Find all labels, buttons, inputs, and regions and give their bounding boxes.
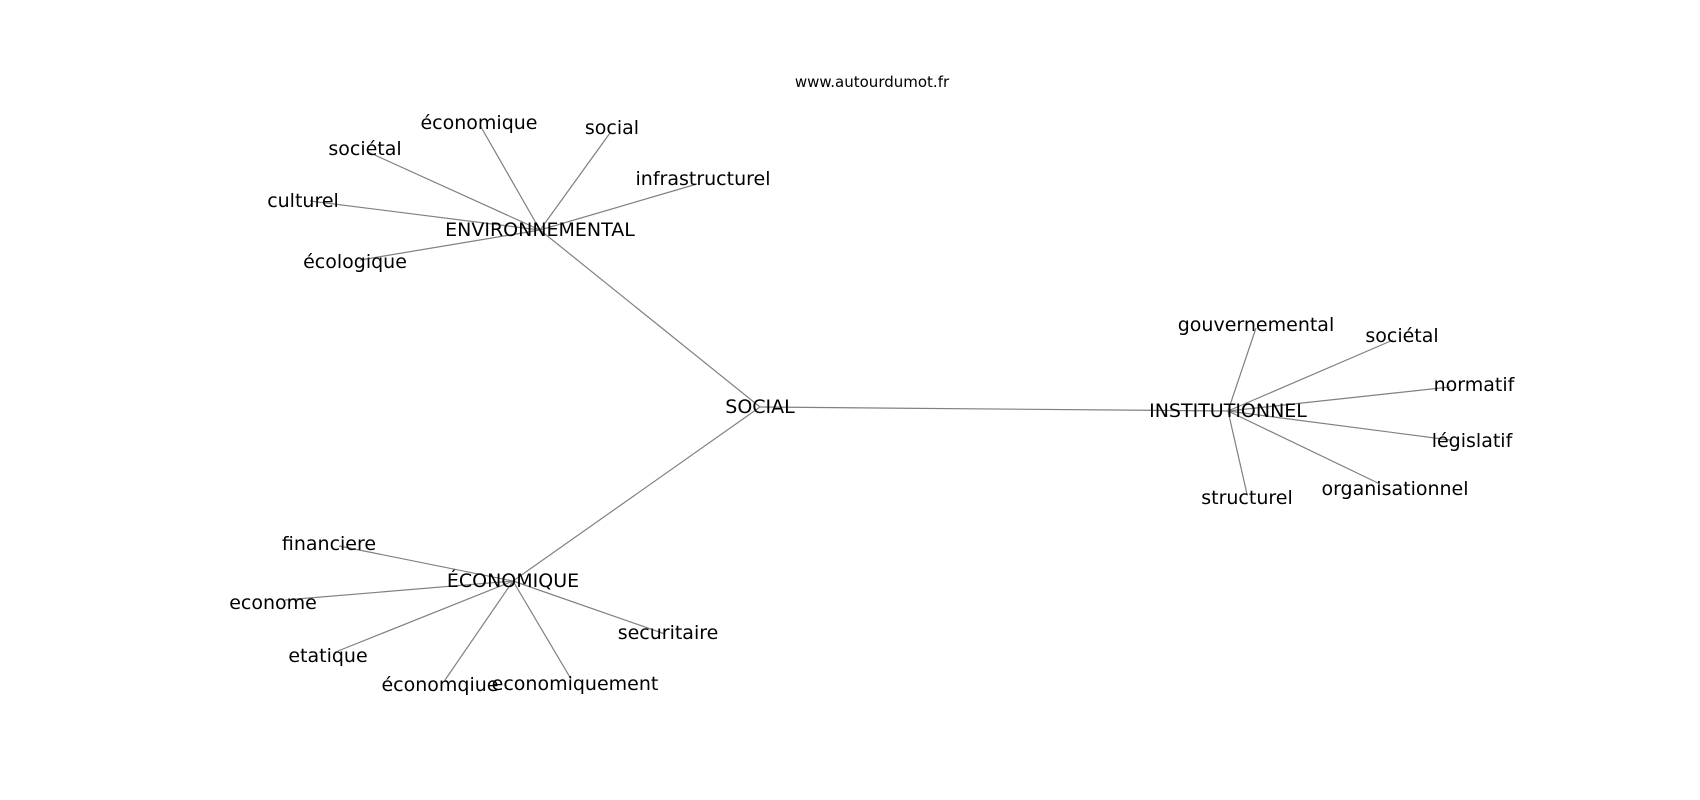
leaf-node-economique-1[interactable]: econome [229, 592, 317, 614]
leaf-node-institutionnel-3[interactable]: législatif [1432, 430, 1514, 452]
edge-environnemental-3 [539, 183, 698, 231]
hub-node-institutionnel[interactable]: INSTITUTIONNEL [1149, 400, 1307, 422]
leaf-node-institutionnel-2[interactable]: normatif [1434, 374, 1516, 396]
edge-environnemental-2 [367, 151, 541, 231]
leaf-node-environnemental-1[interactable]: social [585, 117, 639, 139]
edge-institutionnel-4 [1227, 410, 1381, 485]
leaf-node-environnemental-0[interactable]: économique [420, 112, 537, 134]
leaf-node-institutionnel-5[interactable]: structurel [1201, 487, 1293, 509]
edge-environnemental-0 [480, 126, 541, 231]
edge-economique-0 [338, 545, 514, 582]
leaf-node-economique-3[interactable]: économqiue [381, 674, 498, 696]
leaf-node-economique-4[interactable]: economiquement [492, 673, 659, 695]
edge-environnemental-5 [359, 229, 541, 261]
hub-node-environnemental[interactable]: ENVIRONNEMENTAL [445, 219, 635, 241]
leaf-node-environnemental-2[interactable]: sociétal [328, 138, 401, 160]
center-node[interactable]: SOCIAL [725, 396, 795, 418]
edge-center-institutionnel [759, 406, 1229, 412]
leaf-node-economique-2[interactable]: etatique [288, 645, 367, 667]
edge-economique-3 [444, 580, 514, 681]
edge-economique-2 [337, 580, 514, 652]
edge-institutionnel-0 [1227, 327, 1257, 412]
leaf-node-environnemental-5[interactable]: écologique [303, 251, 407, 273]
leaf-node-environnemental-4[interactable]: culturel [267, 190, 339, 212]
hub-node-economique[interactable]: ÉCONOMIQUE [447, 569, 579, 592]
edge-environnemental-1 [539, 132, 611, 231]
leaf-node-institutionnel-0[interactable]: gouvernemental [1178, 314, 1334, 336]
watermark-text: www.autourdumot.fr [795, 73, 950, 91]
graph-edges [284, 126, 1451, 681]
edge-center-economique [512, 406, 761, 582]
leaf-node-institutionnel-4[interactable]: organisationnel [1321, 478, 1468, 500]
edge-economique-5 [512, 580, 666, 635]
edge-institutionnel-3 [1227, 410, 1451, 441]
graph-labels: économique social sociétal infrastructurel c… [229, 112, 1515, 696]
leaf-node-environnemental-3[interactable]: infrastructurel [636, 168, 771, 190]
leaf-node-economique-0[interactable]: financiere [282, 533, 376, 555]
edge-institutionnel-5 [1227, 410, 1248, 495]
leaf-node-institutionnel-1[interactable]: sociétal [1365, 325, 1438, 347]
leaf-node-economique-5[interactable]: securitaire [618, 622, 719, 644]
edge-institutionnel-1 [1227, 339, 1394, 412]
edge-environnemental-4 [309, 200, 541, 231]
edge-center-environnemental [539, 229, 761, 408]
edge-economique-4 [512, 580, 572, 680]
edge-institutionnel-2 [1227, 386, 1451, 412]
edge-economique-1 [284, 580, 514, 601]
